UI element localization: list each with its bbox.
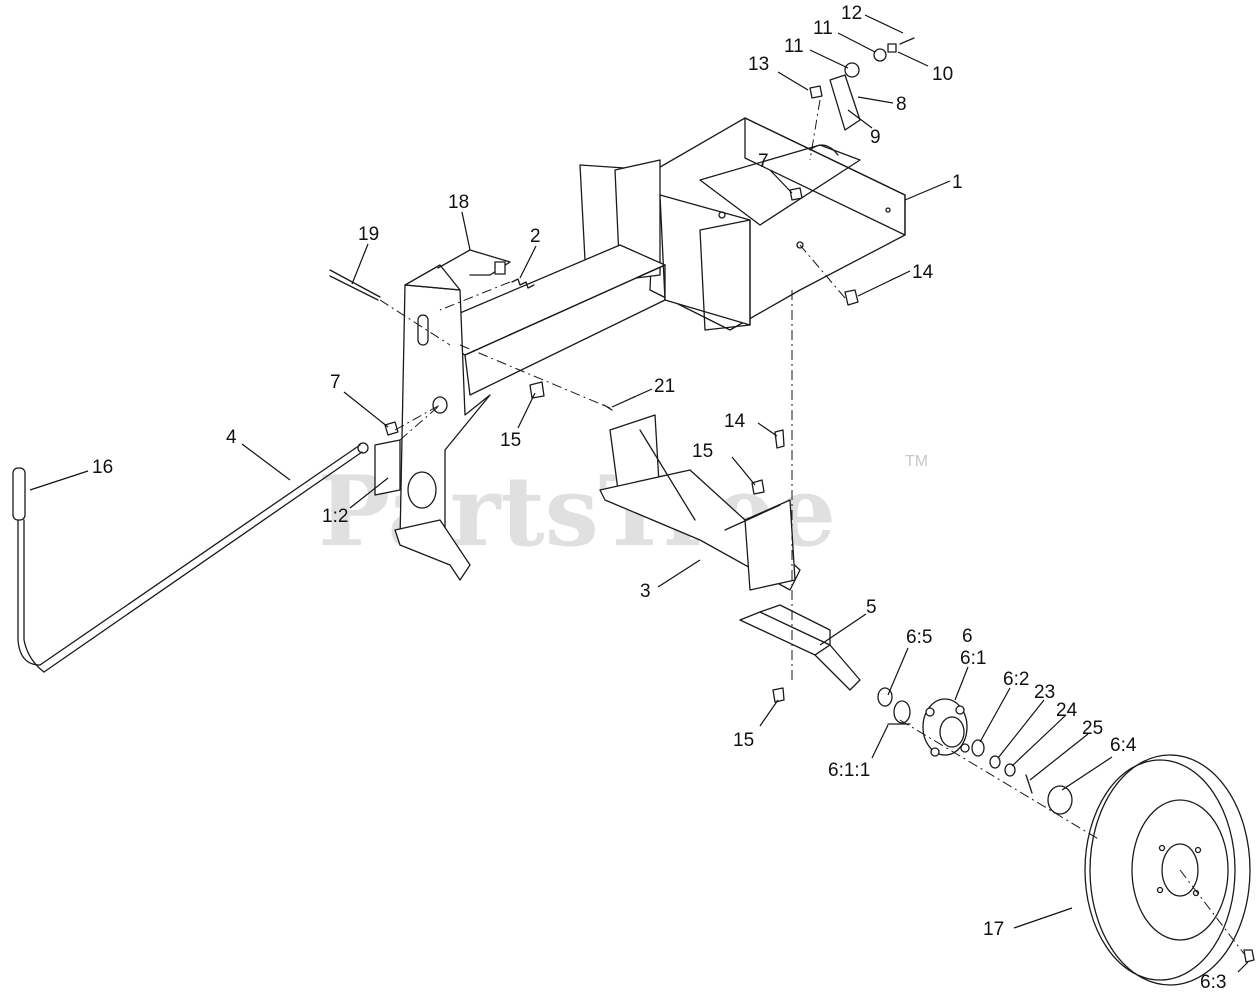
callout-15-bottom: 15 <box>733 730 754 751</box>
callout-6-4: 6:4 <box>1110 735 1137 756</box>
callout-11-b: 11 <box>784 36 804 57</box>
callout-6-1-1: 6:1:1 <box>828 760 870 781</box>
callout-2: 2 <box>530 226 541 247</box>
callout-4: 4 <box>226 427 237 448</box>
callout-15-mid: 15 <box>692 441 713 462</box>
callout-25: 25 <box>1082 718 1103 739</box>
spindle <box>739 604 911 724</box>
cross-member <box>599 414 801 591</box>
wheel <box>1084 754 1255 986</box>
callout-12: 12 <box>841 3 862 24</box>
callout-1: 1 <box>952 172 963 193</box>
callout-14-mid: 14 <box>724 411 746 432</box>
callout-6-3: 6:3 <box>1200 972 1226 993</box>
callout-6-5: 6:5 <box>906 627 932 648</box>
callout-5: 5 <box>866 597 877 618</box>
callout-21: 21 <box>654 376 675 397</box>
center-lines <box>379 99 1246 956</box>
callout-9: 9 <box>870 127 881 148</box>
upright-leg <box>374 264 491 581</box>
small-parts <box>329 37 915 703</box>
callout-7-left: 7 <box>330 372 341 393</box>
tow-handle <box>12 442 369 673</box>
callout-14-top: 14 <box>912 262 934 283</box>
callout-16: 16 <box>92 457 113 478</box>
wheel-hub <box>887 698 1073 815</box>
watermark-tm: TM <box>905 453 928 470</box>
main-frame <box>419 117 906 396</box>
callout-1-2: 1:2 <box>322 506 348 527</box>
leader-lines <box>29 14 1249 973</box>
callout-15-left: 15 <box>500 430 521 451</box>
callout-19: 19 <box>358 224 379 245</box>
callout-11-a: 11 <box>813 18 833 39</box>
callout-10: 10 <box>932 64 953 85</box>
callout-6-2: 6:2 <box>1003 669 1029 690</box>
callout-labels: 12 11 11 10 13 8 9 7 1 18 2 19 14 7 21 1… <box>92 3 1226 993</box>
callout-7-top: 7 <box>758 151 769 172</box>
callout-17: 17 <box>983 919 1004 940</box>
callout-6-1: 6:1 <box>960 648 986 669</box>
callout-3: 3 <box>640 581 651 602</box>
callout-18: 18 <box>448 192 469 213</box>
callout-13: 13 <box>748 54 769 75</box>
callout-8: 8 <box>896 94 907 115</box>
callout-6: 6 <box>962 626 973 647</box>
callout-24: 24 <box>1056 700 1078 721</box>
callout-23: 23 <box>1034 682 1055 703</box>
